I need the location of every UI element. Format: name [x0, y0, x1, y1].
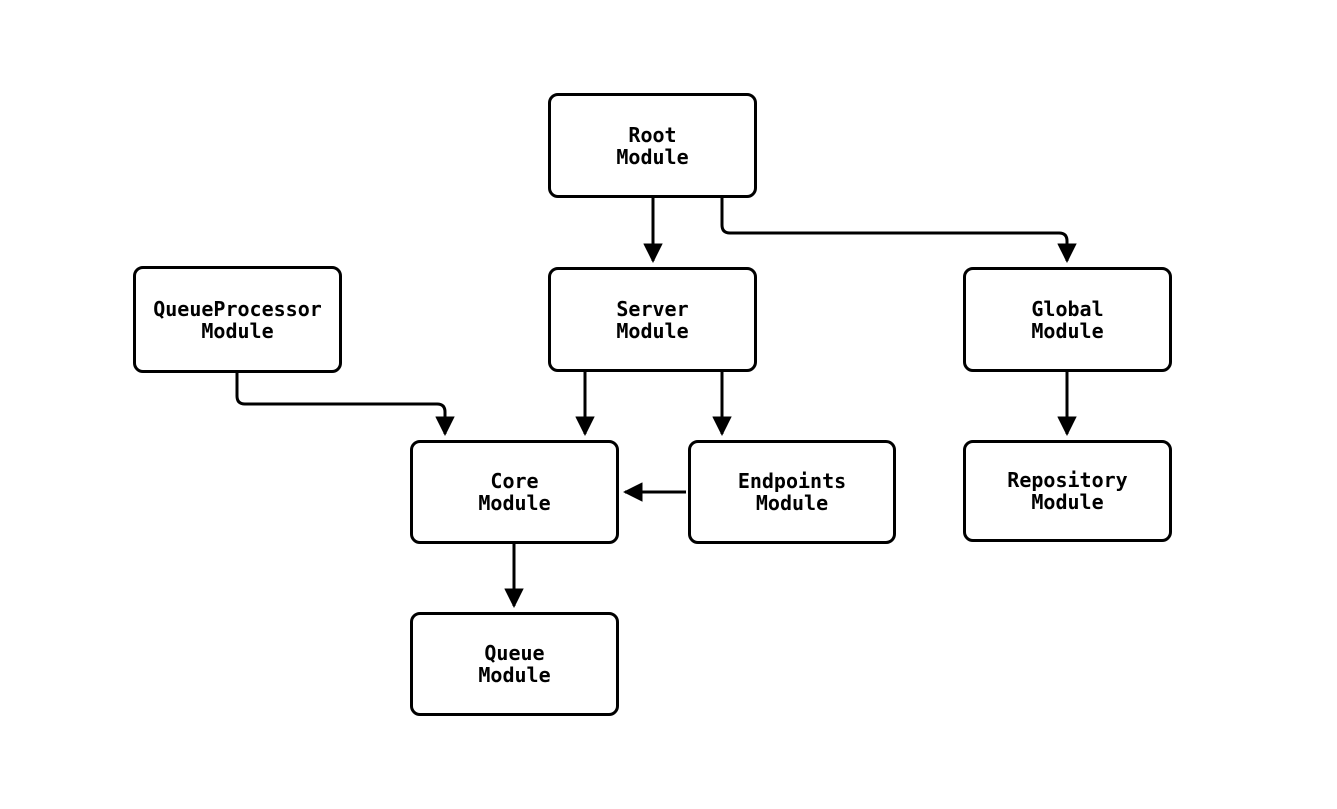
node-endpoints-label-line1: Endpoints: [737, 469, 847, 493]
node-queueprocessor-label-line2: Module: [201, 318, 274, 343]
node-queue-label-line1: Queue: [484, 641, 545, 665]
node-core-label-line2: Module: [478, 491, 551, 515]
node-endpoints-module: Endpoints Module: [688, 440, 896, 544]
node-repository-module: Repository Module: [963, 440, 1172, 542]
node-queueprocessor-module: QueueProcessor Module: [133, 266, 342, 373]
node-repository-label-line1: Repository: [1007, 468, 1128, 492]
node-core-module: Core Module: [410, 440, 619, 544]
node-queueprocessor-label-line1: QueueProcessor: [153, 296, 322, 321]
node-repository-label-line2: Module: [1031, 490, 1104, 514]
node-global-label-line2: Module: [1031, 318, 1104, 343]
node-server-module: Server Module: [548, 267, 757, 372]
node-global-label-line1: Global: [1031, 296, 1104, 321]
node-global-module: Global Module: [963, 267, 1172, 372]
node-server-label-line1: Server: [616, 296, 689, 321]
node-root-label-line1: Root: [628, 122, 677, 147]
node-queue-label-line2: Module: [478, 663, 551, 687]
node-endpoints-label-line2: Module: [755, 491, 829, 515]
node-server-label-line2: Module: [616, 318, 689, 343]
node-root-label-line2: Module: [616, 144, 689, 169]
node-queue-module: Queue Module: [410, 612, 619, 716]
edge-root-to-global: [720, 198, 1077, 263]
node-core-label-line1: Core: [490, 469, 539, 493]
node-root-module: Root Module: [548, 93, 757, 198]
edge-queueprocessor-to-core: [235, 373, 455, 436]
